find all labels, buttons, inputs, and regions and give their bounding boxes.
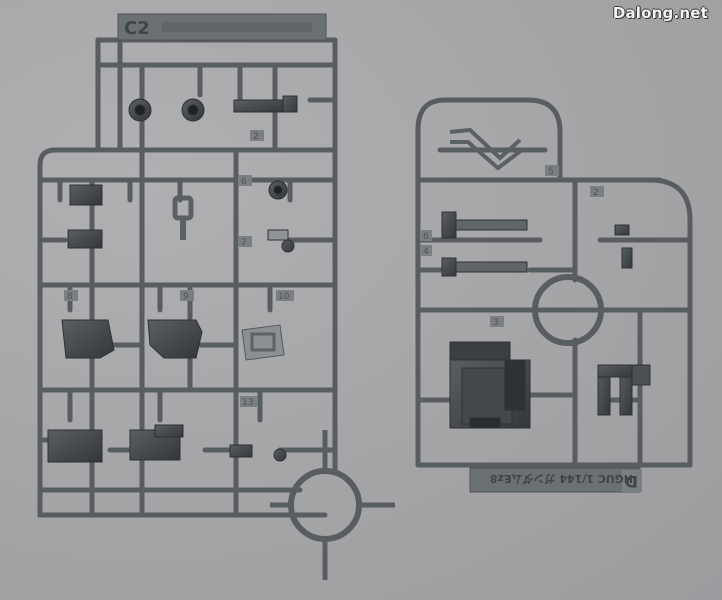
right-sprue-parts	[441, 127, 651, 429]
part-number-tab: 4	[423, 247, 429, 257]
part-number-tab: 5	[548, 167, 554, 177]
part-number-tab: 8	[67, 292, 73, 302]
right-sprue-tag: HGUC 1/144 ガンダムEz8 D	[469, 467, 642, 493]
part-number-tab: 3	[493, 318, 499, 328]
part-number-tab: 2	[593, 188, 599, 198]
part-number-tab: 6	[423, 232, 429, 242]
right-sprue-label: HGUC 1/144 ガンダムEz8	[490, 472, 633, 486]
part-number-tab: 7	[241, 238, 247, 248]
right-part-number-tabs: 2 3 4 5 6	[420, 165, 604, 328]
part-number-tab: 13	[242, 398, 253, 408]
part-number-tab: 6	[241, 177, 247, 187]
right-sprue-ring	[532, 274, 604, 346]
left-sprue-ring	[270, 430, 395, 580]
part-number-tab: 2	[253, 132, 259, 142]
left-sprue-code: C2	[124, 18, 150, 39]
left-sprue-tag: C2	[117, 13, 327, 41]
part-number-tab: 10	[278, 292, 290, 302]
part-number-tab: 9	[183, 292, 189, 302]
left-part-number-tabs: 2 6 7 8 9 10 13	[64, 130, 294, 408]
left-sprue-parts	[47, 95, 298, 463]
watermark-text: Dalong.net	[612, 4, 708, 22]
right-sprue-code: D	[625, 472, 638, 491]
